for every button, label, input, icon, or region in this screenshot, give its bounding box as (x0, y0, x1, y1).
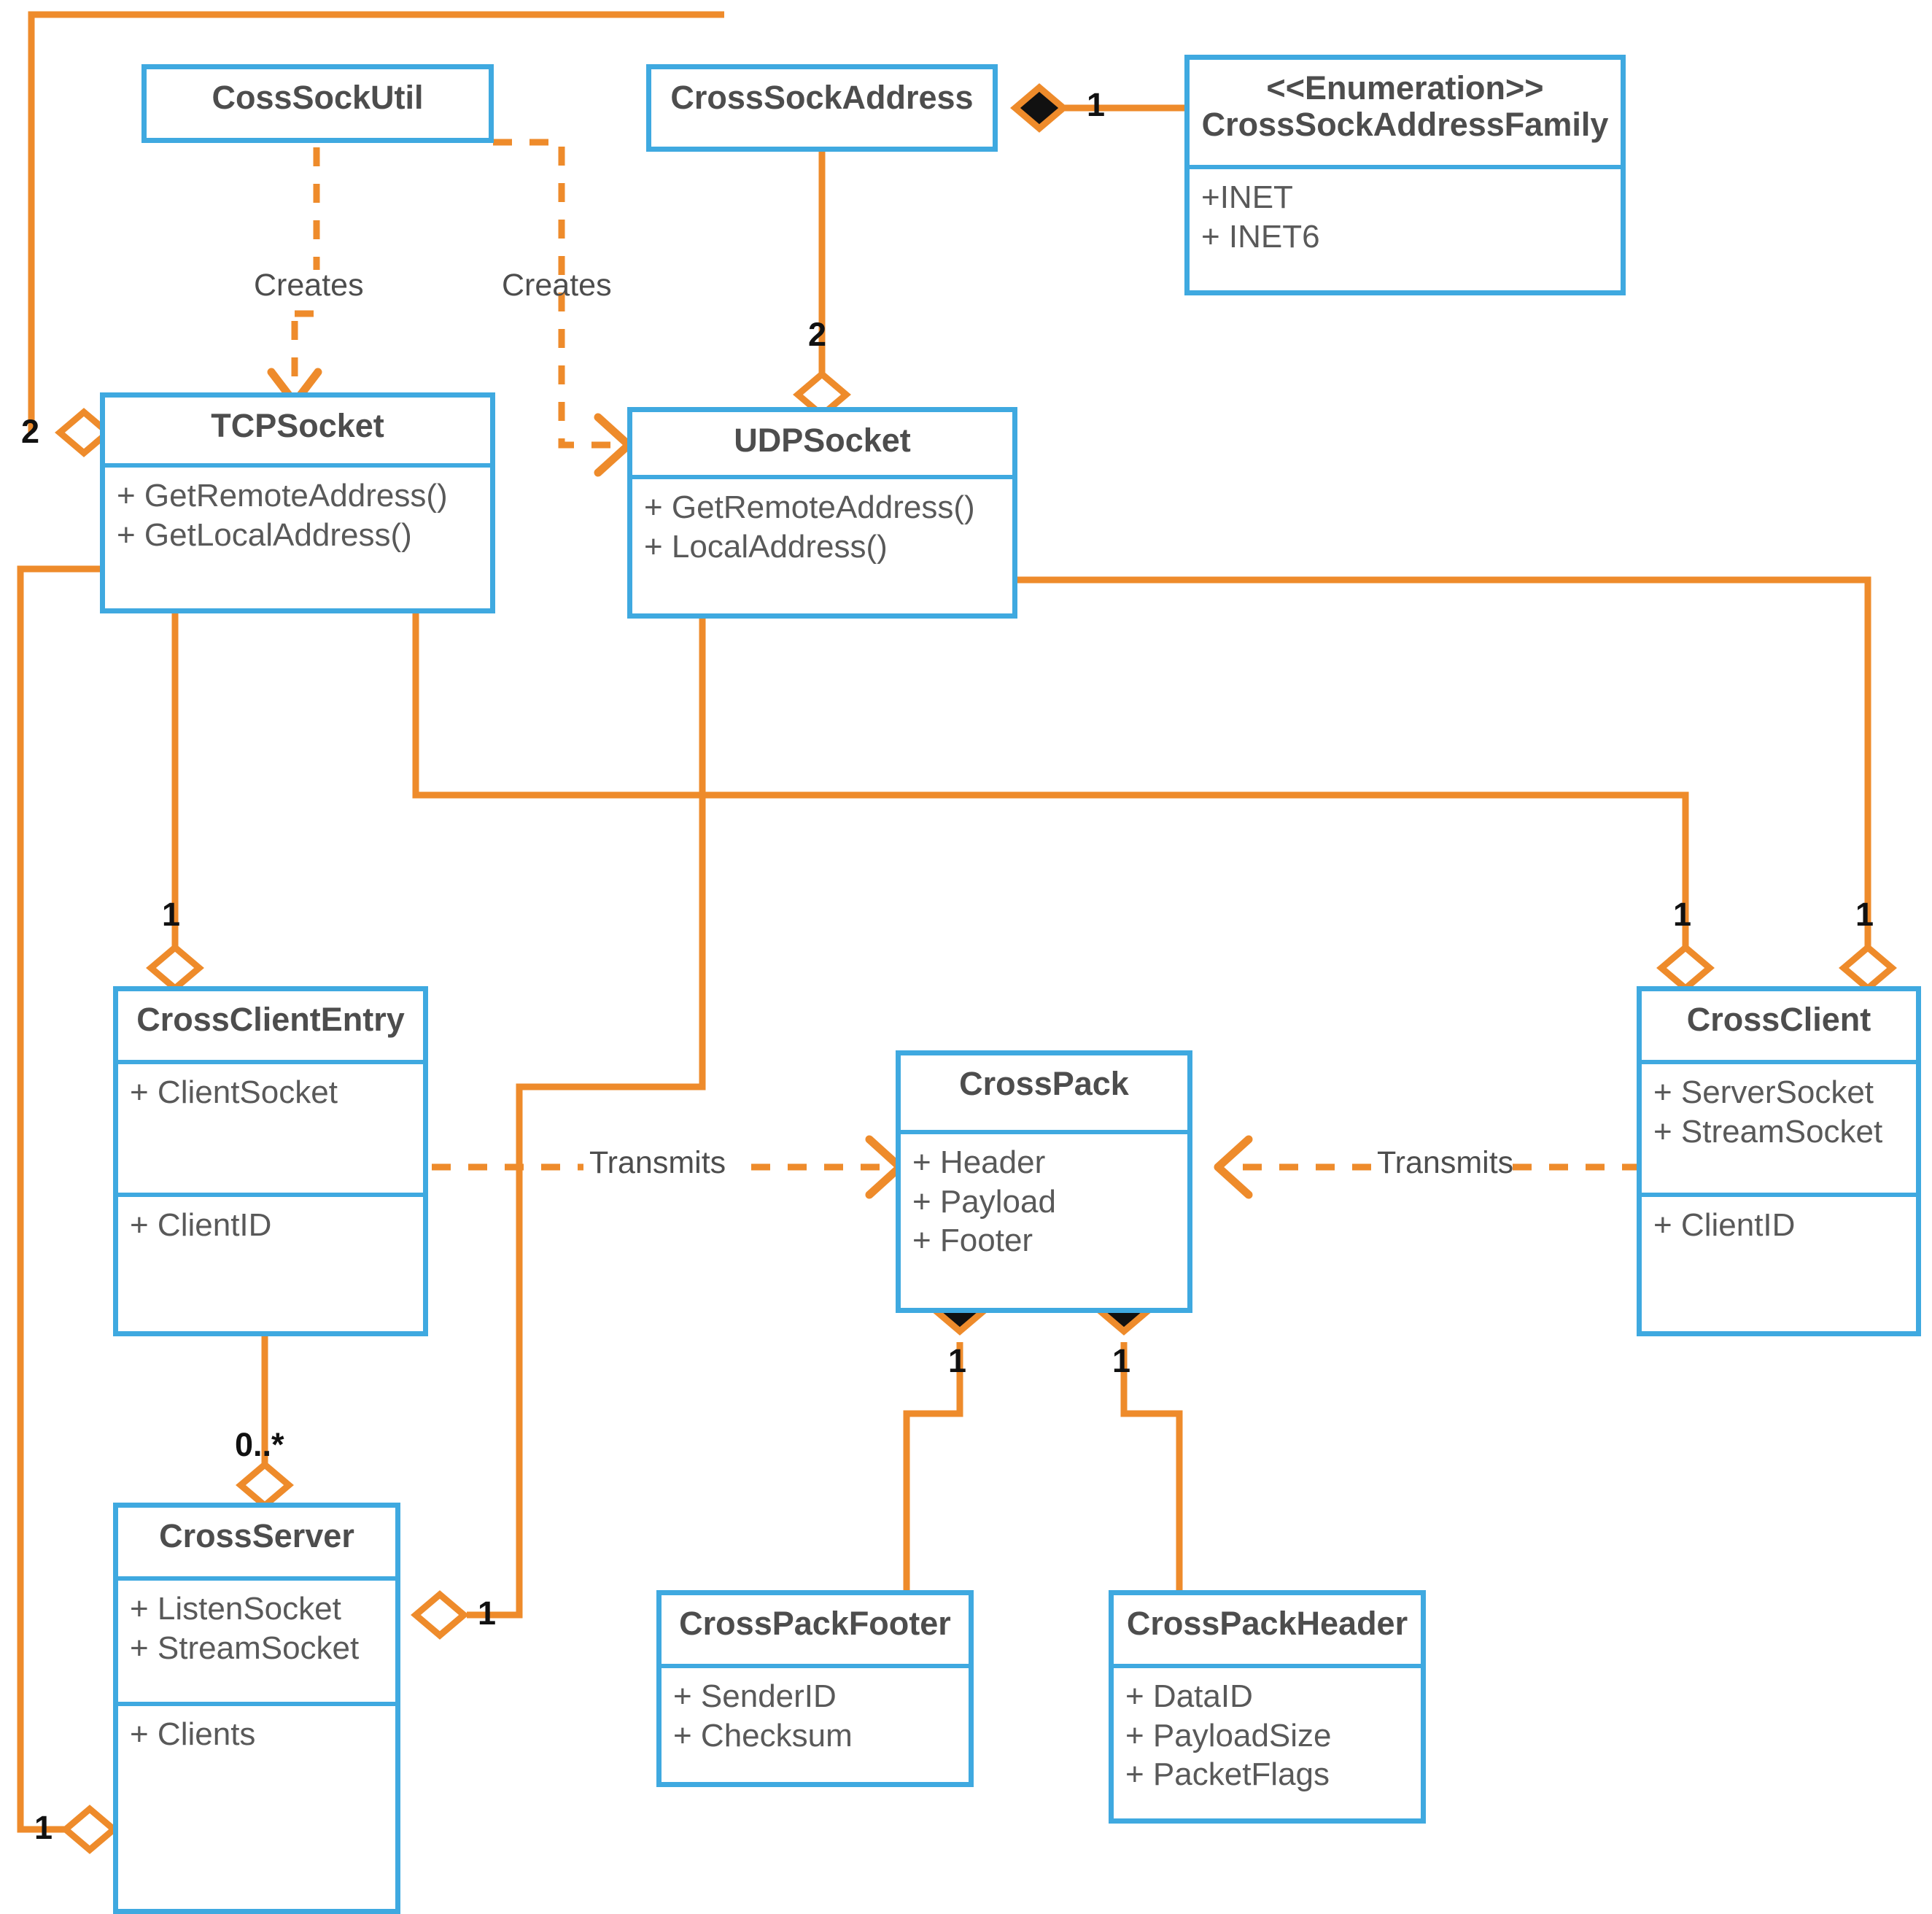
aggregation-diamond-entry-top (146, 943, 204, 993)
edge-label-creates-udp: Creates (502, 268, 612, 303)
multiplicity-client-right: 1 (1855, 896, 1874, 933)
arrowhead-transmits-right (1214, 1135, 1253, 1199)
class-title: CrossSockAddressFamily (1201, 106, 1609, 144)
multiplicity-server-from-tcp: 1 (34, 1809, 53, 1846)
class-attributes: +INET + INET6 (1190, 169, 1621, 290)
class-box-cross-pack-header[interactable]: CrossPackHeader + DataID + PayloadSize +… (1109, 1590, 1426, 1824)
class-box-cross-client-entry[interactable]: CrossClientEntry + ClientSocket + Client… (113, 986, 428, 1336)
class-attributes: + ClientSocket (118, 1064, 423, 1197)
class-attributes: + SenderID + Checksum (662, 1668, 969, 1788)
attribute: + INET6 (1201, 218, 1320, 255)
wire-pack-to-header (1120, 1342, 1183, 1590)
attribute: + GetRemoteAddress() (644, 489, 975, 525)
attribute: + StreamSocket (130, 1630, 360, 1666)
edge-label-creates-tcp: Creates (254, 268, 364, 303)
attribute: + GetRemoteAddress() (117, 478, 448, 514)
attribute: + ClientSocket (130, 1074, 338, 1110)
class-title: UDPSocket (734, 422, 911, 459)
class-attributes: + Header + Payload + Footer (901, 1134, 1187, 1309)
class-box-cross-sock-address-family[interactable]: <<Enumeration>> CrossSockAddressFamily +… (1184, 55, 1626, 295)
class-title: CrossPack (959, 1065, 1129, 1102)
multiplicity-tcp-from-addr: 2 (21, 413, 40, 450)
attribute: + Clients (130, 1716, 256, 1752)
class-title: CrossPackHeader (1126, 1605, 1408, 1642)
class-box-coss-sock-util[interactable]: CossSockUtil (141, 64, 494, 143)
multiplicity-client-left: 1 (1673, 896, 1692, 933)
edge-label-transmits-left: Transmits (589, 1145, 726, 1180)
class-title: CrossServer (159, 1517, 354, 1554)
aggregation-diamond-server-bottomleft (61, 1805, 119, 1854)
wire-udp-to-client-right (1016, 576, 1871, 948)
wire-pack-to-footer (903, 1342, 963, 1590)
aggregation-diamond-client-left (1656, 943, 1715, 993)
attribute: + SenderID (673, 1678, 837, 1714)
class-stereotype: <<Enumeration>> (1266, 69, 1544, 106)
attribute: + ListenSocket (130, 1591, 341, 1627)
class-box-cross-pack[interactable]: CrossPack + Header + Payload + Footer (896, 1050, 1192, 1313)
class-box-cross-pack-footer[interactable]: CrossPackFooter + SenderID + Checksum (656, 1590, 974, 1787)
composition-diamond-addr-family (1010, 83, 1068, 133)
attribute: + ClientID (1653, 1207, 1796, 1243)
wire-tcp-to-client-left (412, 613, 1689, 948)
class-attributes: + ClientID (118, 1197, 423, 1333)
attribute: + Footer (912, 1223, 1033, 1259)
multiplicity-entry-from-tcp: 1 (162, 896, 181, 933)
wire-tcp-to-server (17, 565, 100, 1833)
class-attributes: + GetRemoteAddress() + GetLocalAddress() (105, 468, 490, 610)
attribute: + ServerSocket (1653, 1074, 1874, 1110)
multiplicity-addr-family: 1 (1087, 86, 1106, 123)
class-title: CrossClientEntry (136, 1001, 405, 1038)
edge-label-transmits-right: Transmits (1377, 1145, 1514, 1180)
attribute: + ClientID (130, 1207, 272, 1243)
wire-udp-to-server (467, 616, 706, 1619)
class-box-udp-socket[interactable]: UDPSocket + GetRemoteAddress() + LocalAd… (627, 407, 1017, 619)
attribute: + Checksum (673, 1717, 853, 1754)
aggregation-diamond-client-right (1839, 943, 1897, 993)
multiplicity-pack-header: 1 (1112, 1342, 1131, 1379)
attribute: + PayloadSize (1125, 1717, 1332, 1754)
class-attributes: + DataID + PayloadSize + PacketFlags (1114, 1668, 1421, 1824)
class-title: TCPSocket (211, 407, 384, 444)
wire-creates-udp (493, 139, 624, 449)
attribute: + PacketFlags (1125, 1756, 1330, 1793)
class-attributes: + ServerSocket + StreamSocket (1642, 1064, 1916, 1197)
attribute: + Header (912, 1144, 1046, 1180)
attribute: +INET (1201, 179, 1293, 215)
attribute: + DataID (1125, 1678, 1253, 1714)
attribute: + GetLocalAddress() (117, 516, 412, 553)
wire-addr-to-tcp (28, 11, 724, 433)
class-title: CrossSockAddress (670, 79, 974, 116)
attribute: + Payload (912, 1183, 1056, 1220)
class-box-cross-sock-address[interactable]: CrossSockAddress (646, 64, 998, 152)
multiplicity-udp-from-addr: 2 (808, 316, 827, 353)
attribute: + StreamSocket (1653, 1113, 1883, 1150)
class-box-cross-server[interactable]: CrossServer + ListenSocket + StreamSocke… (113, 1503, 400, 1914)
aggregation-diamond-server-right (411, 1590, 469, 1640)
multiplicity-pack-footer: 1 (948, 1342, 967, 1379)
class-attributes: + ClientID (1642, 1197, 1916, 1333)
aggregation-diamond-server-top (236, 1460, 294, 1510)
class-box-cross-client[interactable]: CrossClient + ServerSocket + StreamSocke… (1637, 986, 1921, 1336)
class-title: CrossPackFooter (679, 1605, 951, 1642)
class-attributes: + ListenSocket + StreamSocket (118, 1581, 395, 1706)
class-title: CossSockUtil (212, 79, 424, 116)
multiplicity-server-clients: 0..* (235, 1426, 284, 1463)
multiplicity-server-from-udp: 1 (478, 1595, 497, 1632)
class-title: CrossClient (1686, 1001, 1871, 1038)
class-attributes: + Clients (118, 1706, 395, 1914)
attribute: + LocalAddress() (644, 528, 888, 565)
class-attributes: + GetRemoteAddress() + LocalAddress() (632, 479, 1012, 615)
class-box-tcp-socket[interactable]: TCPSocket + GetRemoteAddress() + GetLoca… (100, 392, 495, 613)
